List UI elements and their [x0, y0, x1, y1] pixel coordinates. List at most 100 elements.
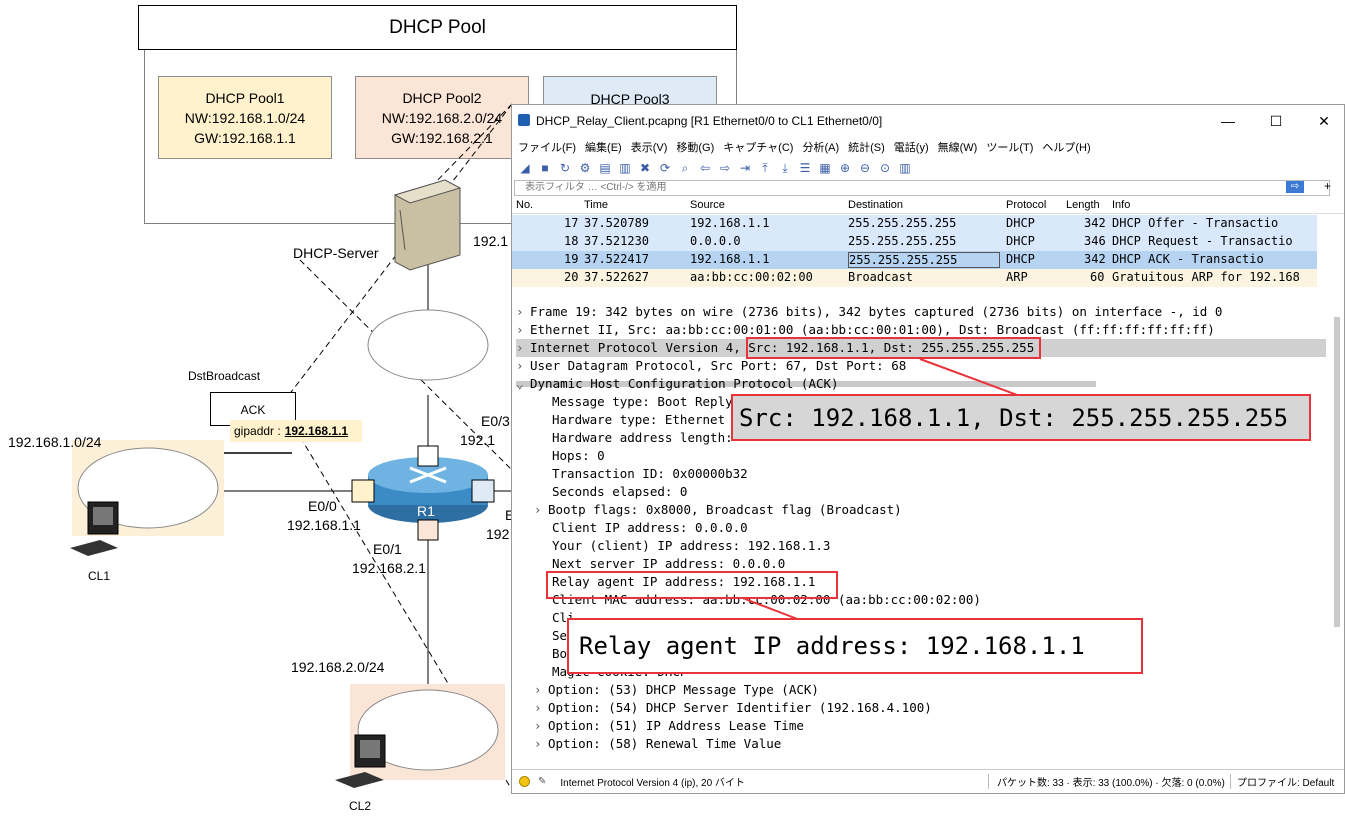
save-file-icon[interactable]: ▥: [619, 161, 631, 175]
autoscroll-icon[interactable]: ☰: [799, 161, 811, 175]
col-protocol[interactable]: Protocol: [1006, 199, 1047, 211]
detail-udp[interactable]: ›User Datagram Protocol, Src Port: 67, D…: [516, 358, 907, 373]
menu-view[interactable]: 表示(V): [630, 142, 668, 154]
capture-options-icon[interactable]: ⚙: [579, 161, 591, 175]
e03-port: [471, 479, 495, 503]
col-length[interactable]: Length: [1066, 199, 1100, 211]
start-capture-icon[interactable]: ◢: [520, 161, 530, 175]
pool1-gateway: GW:192.168.1.1: [194, 129, 296, 146]
colorize-icon[interactable]: ▦: [819, 161, 831, 175]
detail-opt54[interactable]: ›Option: (54) DHCP Server Identifier (19…: [534, 700, 932, 715]
edit-comment-icon[interactable]: ✎: [538, 775, 547, 787]
col-source[interactable]: Source: [690, 199, 725, 211]
packet-no: 18: [564, 234, 579, 248]
add-filter-icon[interactable]: +: [1324, 179, 1332, 193]
detail-flags[interactable]: ›Bootp flags: 0x8000, Broadcast flag (Br…: [534, 502, 902, 517]
ip-src-dst-highlight: [746, 337, 1041, 359]
menu-telephony[interactable]: 電話(y): [893, 142, 929, 154]
col-destination[interactable]: Destination: [848, 199, 904, 211]
detail-ethernet[interactable]: ›Ethernet II, Src: aa:bb:cc:00:01:00 (aa…: [516, 322, 1215, 337]
detail-xid[interactable]: Transaction ID: 0x00000b32: [552, 466, 748, 481]
packet-list-hscrollbar[interactable]: [516, 381, 1096, 387]
col-info[interactable]: Info: [1112, 199, 1131, 211]
apply-filter-icon[interactable]: ⇨: [1286, 181, 1304, 193]
zoom-normal-icon[interactable]: ⊙: [879, 161, 891, 175]
detail-giaddr[interactable]: Relay agent IP address: 192.168.1.1: [552, 574, 816, 589]
detail-ip[interactable]: ›Internet Protocol Version 4, Src: 192.1…: [516, 339, 1326, 357]
ack-label: ACK: [240, 403, 266, 417]
display-filter-input[interactable]: 表示フィルタ … <Ctrl-/> を適用: [514, 180, 1330, 196]
status-indicator-icon[interactable]: [519, 775, 530, 787]
packet-length: 60: [1090, 270, 1105, 284]
cl1-label: CL1: [88, 569, 111, 583]
menu-bar: ファイル(F) 編集(E) 表示(V) 移動(G) キャプチャ(C) 分析(A)…: [512, 137, 1344, 157]
go-to-packet-icon[interactable]: ⇥: [739, 161, 751, 175]
close-file-icon[interactable]: ✖: [639, 161, 651, 175]
reload-icon[interactable]: ⟳: [659, 161, 671, 175]
detail-hwtype[interactable]: Hardware type: Ethernet: [552, 412, 726, 427]
detail-ethernet-text: Ethernet II, Src: aa:bb:cc:00:01:00 (aa:…: [530, 322, 1215, 337]
detail-yiaddr[interactable]: Your (client) IP address: 192.168.1.3: [552, 538, 831, 553]
e03-label: E0/3: [481, 413, 510, 429]
detail-secs[interactable]: Seconds elapsed: 0: [552, 484, 688, 499]
title-bar: DHCP_Relay_Client.pcapng [R1 Ethernet0/0…: [512, 105, 1344, 137]
table-row[interactable]: 18 37.521230 0.0.0.0 255.255.255.255 DHC…: [512, 233, 1317, 251]
detail-hops[interactable]: Hops: 0: [552, 448, 605, 463]
detail-fragment-bo[interactable]: Bo: [552, 646, 568, 661]
menu-go[interactable]: 移動(G): [676, 142, 715, 154]
menu-capture[interactable]: キャプチャ(C): [723, 142, 794, 154]
detail-msgtype[interactable]: Message type: Boot Reply: [552, 394, 733, 409]
detail-fragment-se[interactable]: Se: [552, 628, 568, 643]
stop-capture-icon[interactable]: ■: [541, 161, 549, 175]
toolbar: ◢ ■ ↻ ⚙ ▤ ▥ ✖ ⟳ ⌕ ⇦ ⇨ ⇥ ⤒ ⤓ ☰ ▦ ⊕ ⊖ ⊙ ▥: [512, 157, 1344, 179]
col-no[interactable]: No.: [516, 199, 534, 211]
col-time[interactable]: Time: [584, 199, 609, 211]
menu-tools[interactable]: ツール(T): [986, 142, 1034, 154]
open-file-icon[interactable]: ▤: [599, 161, 611, 175]
packet-time: 37.520789: [584, 216, 650, 230]
detail-opt58[interactable]: ›Option: (58) Renewal Time Value: [534, 736, 782, 751]
table-row[interactable]: 17 37.520789 192.168.1.1 255.255.255.255…: [512, 215, 1317, 233]
table-row[interactable]: 20 37.522627 aa:bb:cc:00:02:00 Broadcast…: [512, 269, 1317, 287]
menu-file[interactable]: ファイル(F): [518, 142, 577, 154]
details-vscrollbar[interactable]: [1334, 317, 1340, 627]
packet-source: 0.0.0.0: [690, 234, 741, 248]
last-packet-icon[interactable]: ⤓: [782, 161, 788, 175]
resize-columns-icon[interactable]: ▥: [899, 161, 911, 175]
detail-flags-text: Bootp flags: 0x8000, Broadcast flag (Bro…: [548, 502, 902, 517]
restart-capture-icon[interactable]: ↻: [559, 161, 571, 175]
status-profile[interactable]: プロファイル: Default: [1230, 773, 1334, 789]
close-icon[interactable]: ✕: [1318, 113, 1330, 129]
menu-edit[interactable]: 編集(E): [585, 142, 622, 154]
detail-opt51[interactable]: ›Option: (51) IP Address Lease Time: [534, 718, 804, 733]
detail-ciaddr[interactable]: Client IP address: 0.0.0.0: [552, 520, 748, 535]
detail-siaddr[interactable]: Next server IP address: 0.0.0.0: [552, 556, 786, 571]
go-back-icon[interactable]: ⇦: [699, 161, 711, 175]
menu-analyze[interactable]: 分析(A): [802, 142, 840, 154]
packet-length: 346: [1084, 234, 1106, 248]
router-arrows: [409, 466, 447, 484]
dhcp-server-label: DHCP-Server: [293, 245, 379, 261]
menu-help[interactable]: ヘルプ(H): [1042, 142, 1091, 154]
detail-hwlen[interactable]: Hardware address length:: [552, 430, 733, 445]
e02-port: [417, 445, 439, 467]
maximize-icon[interactable]: ☐: [1269, 113, 1283, 129]
menu-wireless[interactable]: 無線(W): [937, 142, 978, 154]
minimize-icon[interactable]: —: [1221, 113, 1235, 129]
zoom-out-icon[interactable]: ⊖: [859, 161, 871, 175]
e0x-fragment-label: E: [505, 507, 515, 523]
first-packet-icon[interactable]: ⤒: [762, 161, 768, 175]
dashed-line-4: [289, 419, 513, 791]
find-packet-icon[interactable]: ⌕: [681, 161, 689, 175]
zoom-in-icon[interactable]: ⊕: [839, 161, 851, 175]
detail-frame[interactable]: ›Frame 19: 342 bytes on wire (2736 bits)…: [516, 304, 1223, 319]
status-packet-count: パケット数: 33 · 表示: 33 (100.0%) · 欠落: 0 (0.0…: [988, 773, 1225, 789]
detail-opt53[interactable]: ›Option: (53) DHCP Message Type (ACK): [534, 682, 819, 697]
detail-chaddr[interactable]: Client MAC address: aa:bb:cc:00:02:00 (a…: [552, 592, 981, 607]
go-forward-icon[interactable]: ⇨: [719, 161, 731, 175]
detail-dhcp[interactable]: ⌄Dynamic Host Configuration Protocol (AC…: [516, 376, 839, 391]
dst-broadcast-label: DstBroadcast: [188, 369, 261, 383]
menu-statistics[interactable]: 統計(S): [848, 142, 885, 154]
table-row-selected[interactable]: 19 37.522417 192.168.1.1 255.255.255.255…: [512, 251, 1317, 269]
router-label: R1: [417, 503, 435, 519]
